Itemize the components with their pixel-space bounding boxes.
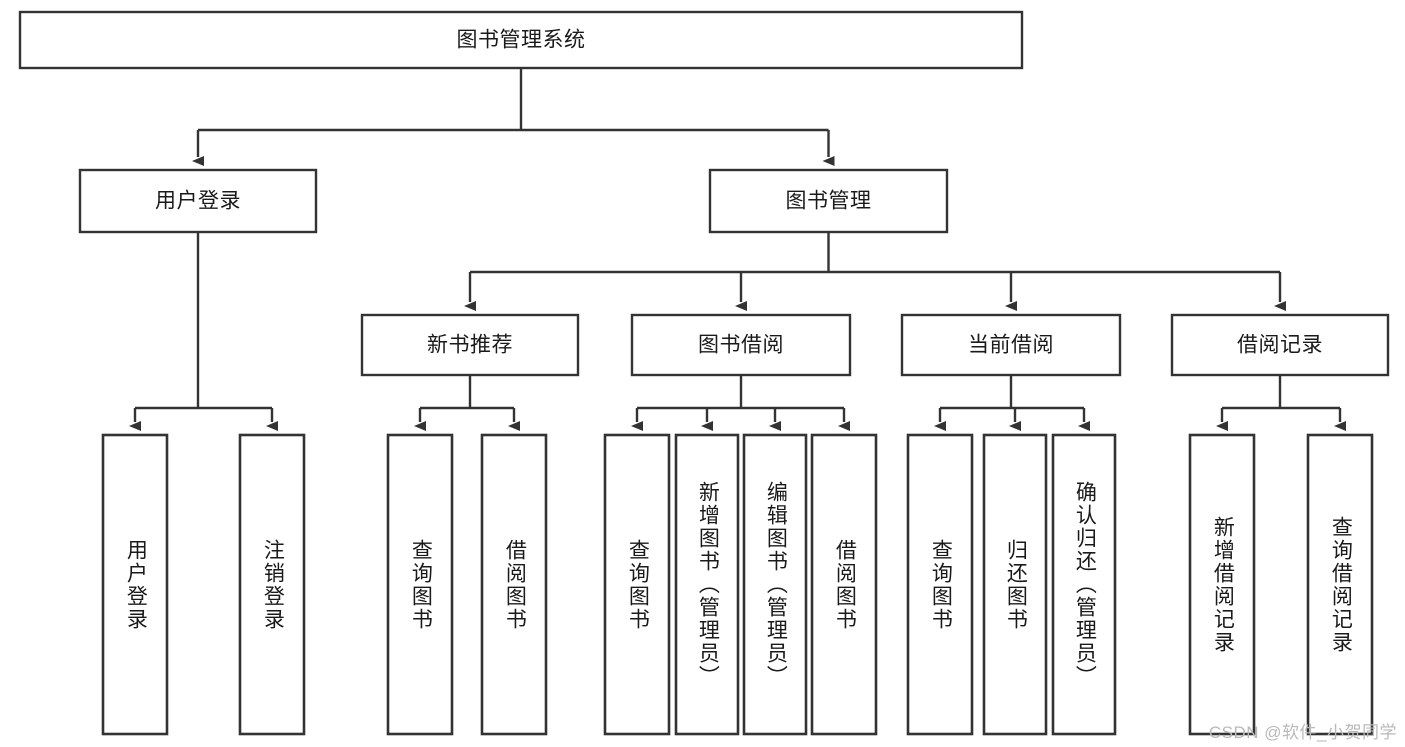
node-leaf-5[interactable]: 新增图书（管理员）: [674, 433, 740, 736]
node-l2-0[interactable]: 用户登录: [78, 168, 318, 234]
node-l3-3[interactable]: 借阅记录: [1170, 313, 1390, 377]
node-leaf-1[interactable]: 注销登录: [238, 433, 306, 736]
node-leaf-8-label: 查询图书: [929, 538, 953, 631]
node-boxes: 图书管理系统用户登录图书管理新书推荐图书借阅当前借阅借阅记录用户登录注销登录查询…: [18, 10, 1390, 736]
node-l3-2[interactable]: 当前借阅: [900, 313, 1122, 377]
node-leaf-10[interactable]: 确认归还（管理员）: [1051, 433, 1117, 736]
node-root[interactable]: 图书管理系统: [18, 10, 1024, 70]
node-l3-0-label: 新书推荐: [427, 334, 513, 357]
node-leaf-2-label: 查询图书: [409, 538, 433, 631]
node-leaf-8[interactable]: 查询图书: [906, 433, 974, 736]
node-leaf-5-label: 新增图书（管理员）: [696, 481, 720, 688]
node-leaf-10-label: 确认归还（管理员）: [1073, 481, 1097, 688]
node-leaf-11[interactable]: 新增借阅记录: [1188, 433, 1256, 736]
node-leaf-9-label: 归还图书: [1004, 538, 1028, 631]
node-leaf-6[interactable]: 编辑图书（管理员）: [742, 433, 808, 736]
watermark-label: CSDN @软件_小贺同学: [1208, 723, 1397, 742]
node-l2-1[interactable]: 图书管理: [708, 168, 949, 234]
node-leaf-6-label: 编辑图书（管理员）: [764, 481, 788, 688]
node-root-label: 图书管理系统: [457, 29, 586, 52]
node-leaf-9[interactable]: 归还图书: [982, 433, 1048, 736]
node-leaf-3-label: 借阅图书: [503, 538, 527, 631]
node-l3-2-label: 当前借阅: [968, 334, 1054, 357]
node-leaf-4-label: 查询图书: [626, 538, 650, 631]
node-l3-3-label: 借阅记录: [1237, 334, 1323, 357]
node-leaf-0[interactable]: 用户登录: [101, 433, 169, 736]
node-leaf-2[interactable]: 查询图书: [386, 433, 454, 736]
connector-links: [129, 68, 1346, 431]
node-leaf-0-label: 用户登录: [124, 538, 148, 631]
node-l3-1-label: 图书借阅: [698, 334, 784, 357]
node-leaf-11-label: 新增借阅记录: [1211, 515, 1235, 654]
node-l3-1[interactable]: 图书借阅: [630, 313, 852, 377]
node-leaf-7-label: 借阅图书: [833, 538, 857, 631]
node-leaf-1-label: 注销登录: [261, 538, 285, 631]
node-l3-0[interactable]: 新书推荐: [360, 313, 580, 377]
node-l2-1-label: 图书管理: [786, 190, 872, 213]
node-l2-0-label: 用户登录: [155, 190, 241, 213]
node-leaf-12-label: 查询借阅记录: [1329, 515, 1353, 654]
node-leaf-7[interactable]: 借阅图书: [810, 433, 878, 736]
node-leaf-4[interactable]: 查询图书: [603, 433, 671, 736]
node-leaf-3[interactable]: 借阅图书: [480, 433, 548, 736]
node-leaf-12[interactable]: 查询借阅记录: [1306, 433, 1374, 736]
